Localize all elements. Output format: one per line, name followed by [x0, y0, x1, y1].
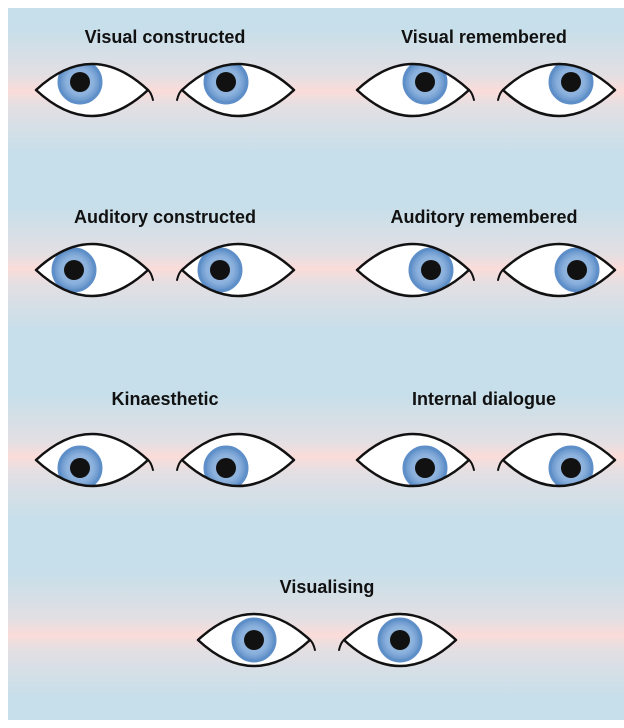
pupil — [216, 458, 236, 478]
left-eye-icon-visualising — [198, 614, 315, 666]
pupil — [421, 260, 441, 280]
left-eye-icon-auditory-remembered — [357, 244, 474, 296]
pupil — [70, 458, 90, 478]
right-eye-icon-auditory-constructed — [177, 244, 294, 296]
right-eye-icon-visual-constructed — [177, 61, 294, 116]
pupil — [561, 72, 581, 92]
right-eye-icon-auditory-remembered — [498, 244, 615, 296]
pupil — [244, 630, 264, 650]
pupil — [415, 458, 435, 478]
left-eye-icon-internal-dialogue — [357, 434, 474, 489]
pupil — [561, 458, 581, 478]
right-eye-icon-visualising — [339, 614, 456, 666]
right-eye-icon-visual-remembered — [498, 61, 615, 116]
right-eye-icon-internal-dialogue — [498, 434, 615, 489]
right-eye-icon-kinaesthetic — [177, 434, 294, 489]
pupil — [70, 72, 90, 92]
pupil — [567, 260, 587, 280]
left-eye-icon-visual-remembered — [357, 61, 474, 116]
left-eye-icon-kinaesthetic — [36, 434, 153, 489]
pupil — [415, 72, 435, 92]
pupil — [390, 630, 410, 650]
pupil — [210, 260, 230, 280]
pupil — [64, 260, 84, 280]
left-eye-icon-visual-constructed — [36, 61, 153, 116]
pupil — [216, 72, 236, 92]
left-eye-icon-auditory-constructed — [36, 244, 153, 296]
